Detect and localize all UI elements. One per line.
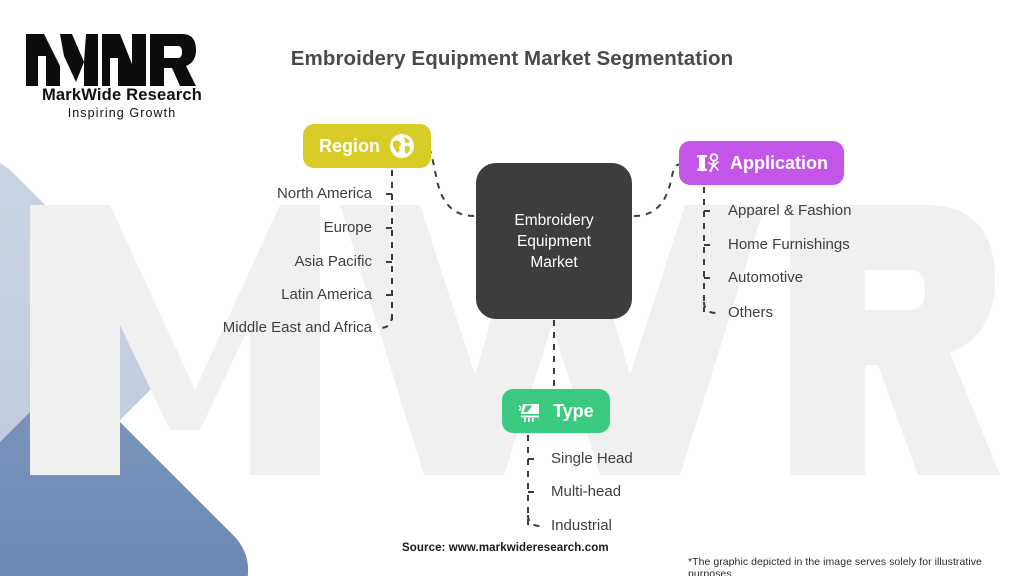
embroidery-machine-icon	[518, 398, 544, 424]
source-text: Source: www.markwideresearch.com	[402, 542, 609, 554]
tick-type-2	[527, 514, 541, 527]
branch-label-type: Type	[553, 400, 594, 421]
leaf-application-2: Automotive	[728, 269, 804, 286]
connector-center-region	[427, 145, 475, 217]
decorative-shape-dark	[0, 372, 268, 576]
leaf-region-2: Asia Pacific	[294, 253, 372, 270]
leaf-type-2: Industrial	[551, 517, 612, 534]
leaf-type-0: Single Head	[551, 450, 633, 467]
logo-company-name: MarkWide Research	[41, 86, 203, 104]
center-node-line-3: Market	[530, 253, 578, 271]
logo-mark-icon	[26, 34, 196, 86]
center-node-line-2: Equipment	[516, 232, 592, 250]
leaf-region-3: Latin America	[281, 286, 372, 303]
branch-label-application: Application	[730, 152, 828, 173]
leaf-region-1: Europe	[323, 219, 372, 236]
leaf-application-0: Apparel & Fashion	[728, 202, 852, 219]
center-node-line-1: Embroidery	[514, 211, 594, 229]
leaf-application-3: Others	[728, 304, 774, 321]
leaf-application-1: Home Furnishings	[728, 236, 850, 253]
branch-badge-type[interactable]: Type	[502, 389, 610, 433]
branch-badge-application[interactable]: Application	[679, 141, 844, 185]
tick-application-3	[703, 301, 717, 314]
brand-logo: MarkWide Research Inspiring Growth	[24, 28, 234, 128]
leaf-type-1: Multi-head	[551, 483, 622, 500]
thread-spool-icon	[695, 150, 721, 176]
tick-region-4	[379, 314, 393, 329]
disclaimer-text: *The graphic depicted in the image serve…	[688, 556, 982, 576]
leaf-region-0: North America	[276, 185, 372, 202]
leaf-region-4: Middle East and Africa	[222, 319, 372, 336]
page-title: Embroidery Equipment Market Segmentation	[290, 47, 734, 70]
connector-center-application	[633, 163, 681, 217]
center-node: Embroidery Equipment Market	[476, 163, 632, 319]
branch-badge-region[interactable]: Region	[303, 124, 431, 168]
branch-label-region: Region	[319, 135, 380, 156]
logo-tagline: Inspiring Growth	[67, 106, 177, 120]
globe-icon	[389, 133, 415, 159]
